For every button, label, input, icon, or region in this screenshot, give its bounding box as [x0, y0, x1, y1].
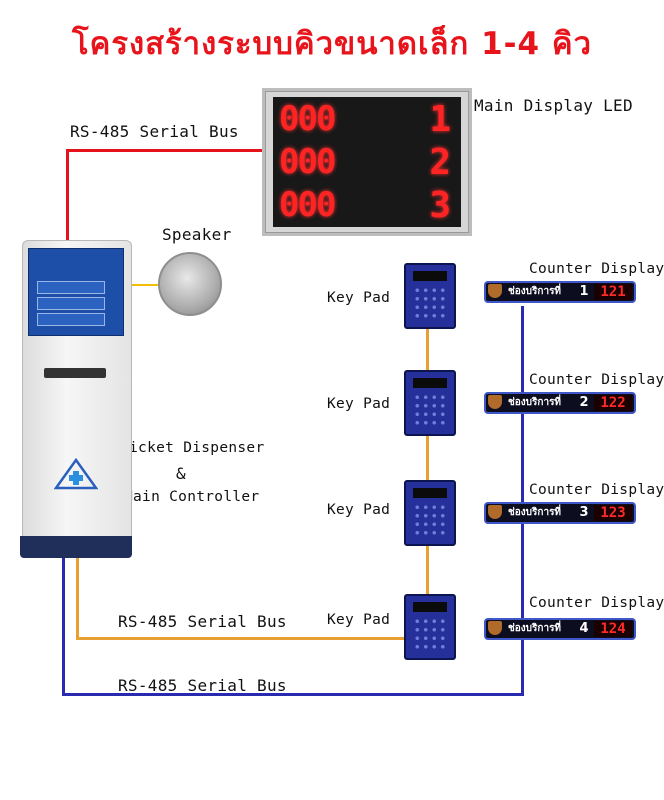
speaker-wire — [118, 284, 160, 286]
counter-display-heading: Counter Display — [529, 482, 664, 498]
kiosk-screen — [28, 248, 124, 336]
main-display-led: 000 1 000 2 000 3 — [262, 88, 472, 236]
rs485-top-wire-horizontal — [66, 149, 264, 152]
ticket-dispenser-kiosk — [20, 240, 132, 558]
counter-display: ช่องบริการที่ 1 121 — [484, 281, 636, 303]
main-display-label: Main Display LED — [474, 96, 633, 115]
keypad-bus-left — [76, 556, 79, 640]
counter-text: ช่องบริการที่ — [508, 397, 562, 408]
counter-display: ช่องบริการที่ 3 123 — [484, 502, 636, 524]
main-display-queue: 000 — [279, 142, 336, 182]
main-display-panel: 000 1 000 2 000 3 — [273, 97, 461, 227]
keypad-label: Key Pad — [327, 290, 391, 306]
counter-display: ช่องบริการที่ 4 124 — [484, 618, 636, 640]
counter-bus-left — [62, 556, 65, 696]
counter-bus-bottom — [62, 693, 524, 696]
kiosk-screen-button — [37, 281, 105, 294]
speaker-icon — [158, 252, 222, 316]
keypad-label: Key Pad — [327, 612, 391, 628]
crest-icon — [488, 395, 502, 409]
main-display-counter: 1 — [429, 99, 451, 140]
counter-queue: 124 — [594, 621, 632, 637]
crest-icon — [488, 505, 502, 519]
main-display-row: 000 3 — [279, 185, 455, 226]
keypad-device — [404, 480, 456, 546]
rs485-top-wire — [66, 150, 69, 242]
counter-display-heading: Counter Display — [529, 372, 664, 388]
keypad-label: Key Pad — [327, 502, 391, 518]
counter-text: ช่องบริการที่ — [508, 507, 562, 518]
counter-display-heading: Counter Display — [529, 261, 664, 277]
main-display-counter: 3 — [429, 185, 451, 226]
main-display-queue: 000 — [279, 185, 336, 225]
medical-cross-logo-icon — [54, 458, 98, 490]
rs485-bottom-label: RS-485 Serial Bus — [118, 676, 287, 695]
counter-queue: 121 — [594, 284, 632, 300]
crest-icon — [488, 284, 502, 298]
dispenser-label-amp: & — [176, 464, 186, 483]
crest-icon — [488, 621, 502, 635]
counter-number: 3 — [579, 505, 589, 520]
dispenser-label-line1: Ticket Dispenser — [120, 440, 265, 456]
main-display-counter: 2 — [429, 142, 451, 183]
dispenser-label-line2: Main Controller — [124, 489, 260, 505]
rs485-top-label: RS-485 Serial Bus — [70, 122, 239, 141]
ticket-slot — [44, 368, 106, 378]
main-display-row: 000 2 — [279, 142, 455, 183]
diagram-title: โครงสร้างระบบคิวขนาดเล็ก 1-4 คิว — [71, 26, 593, 62]
keypad-bus-bottom — [76, 637, 406, 640]
main-display-row: 000 1 — [279, 99, 455, 140]
rs485-middle-label: RS-485 Serial Bus — [118, 612, 287, 631]
keypad-device — [404, 594, 456, 660]
kiosk-screen-button — [37, 297, 105, 310]
keypad-device — [404, 263, 456, 329]
counter-display-heading: Counter Display — [529, 595, 664, 611]
counter-display: ช่องบริการที่ 2 122 — [484, 392, 636, 414]
counter-number: 2 — [579, 395, 589, 410]
counter-text: ช่องบริการที่ — [508, 286, 562, 297]
counter-number: 4 — [579, 621, 589, 636]
counter-number: 1 — [579, 284, 589, 299]
counter-queue: 122 — [594, 395, 632, 411]
main-display-queue: 000 — [279, 99, 336, 139]
counter-queue: 123 — [594, 505, 632, 521]
keypad-label: Key Pad — [327, 396, 391, 412]
keypad-bus-vertical — [426, 326, 429, 596]
kiosk-base — [20, 536, 132, 558]
counter-bus-vertical — [521, 306, 524, 696]
kiosk-screen-button — [37, 313, 105, 326]
counter-text: ช่องบริการที่ — [508, 623, 562, 634]
speaker-label: Speaker — [162, 225, 232, 244]
keypad-device — [404, 370, 456, 436]
